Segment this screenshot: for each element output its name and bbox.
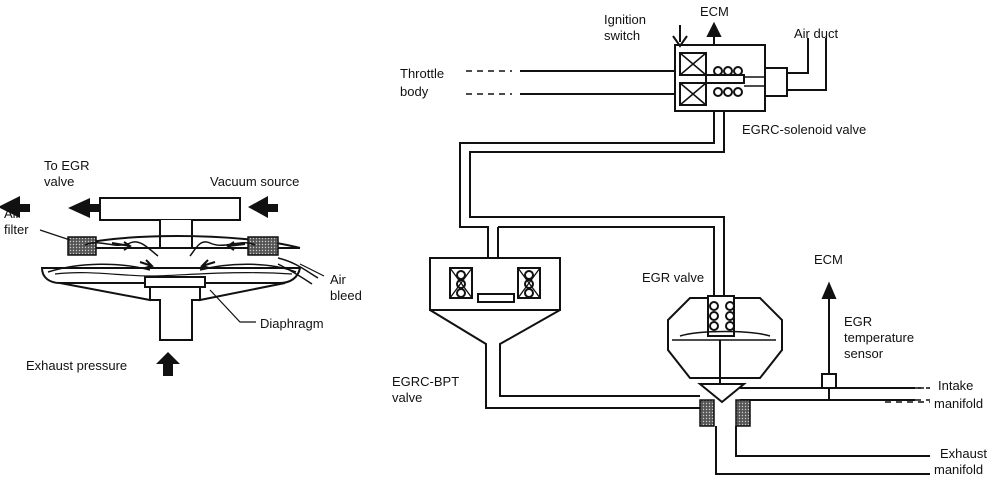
label-intake-manifold-1: Intake <box>938 378 974 393</box>
egrc-bpt-valve-drawing <box>429 257 700 409</box>
label-air-bleed-2: bleed <box>330 288 362 303</box>
label-egrc-bpt-valve-1: EGRC-BPT <box>392 374 460 389</box>
egrc-solenoid-valve-drawing <box>674 44 788 112</box>
egr-valve-drawing <box>667 295 783 404</box>
label-ecm-top: ECM <box>700 4 729 19</box>
bpt-valve-cross-section <box>39 197 325 341</box>
label-intake-manifold-2: manifold <box>934 396 984 411</box>
label-egr-temp-sensor-2: temperature <box>844 330 915 345</box>
label-air-filter-1: Air <box>4 206 20 221</box>
label-exhaust-pressure: Exhaust pressure <box>26 358 128 373</box>
label-egr-temp-sensor-1: EGR <box>844 314 873 329</box>
label-exhaust-manifold-2: manifold <box>934 462 984 477</box>
label-egrc-bpt-valve-2: valve <box>392 390 423 405</box>
label-air-bleed-1: Air <box>330 272 346 287</box>
label-throttle-body-1: Throttle <box>400 66 445 81</box>
label-exhaust-manifold-1: Exhaust <box>940 446 987 461</box>
label-vacuum-source: Vacuum source <box>210 174 300 189</box>
label-egr-valve: EGR valve <box>642 270 705 285</box>
flow-arrows <box>0 196 278 376</box>
label-ignition-switch-2: switch <box>604 28 641 43</box>
label-ecm-right: ECM <box>814 252 843 267</box>
label-air-filter-2: filter <box>4 222 29 237</box>
label-to-egr-valve-1: To EGR <box>44 158 90 173</box>
label-ignition-switch-1: Ignition <box>604 12 646 27</box>
label-to-egr-valve-2: valve <box>44 174 75 189</box>
label-egrc-solenoid-valve: EGRC-solenoid valve <box>742 122 867 137</box>
label-egr-temp-sensor-3: sensor <box>844 346 884 361</box>
label-diaphragm: Diaphragm <box>260 316 324 331</box>
label-air-duct: Air duct <box>794 26 839 41</box>
label-throttle-body-2: body <box>400 84 429 99</box>
